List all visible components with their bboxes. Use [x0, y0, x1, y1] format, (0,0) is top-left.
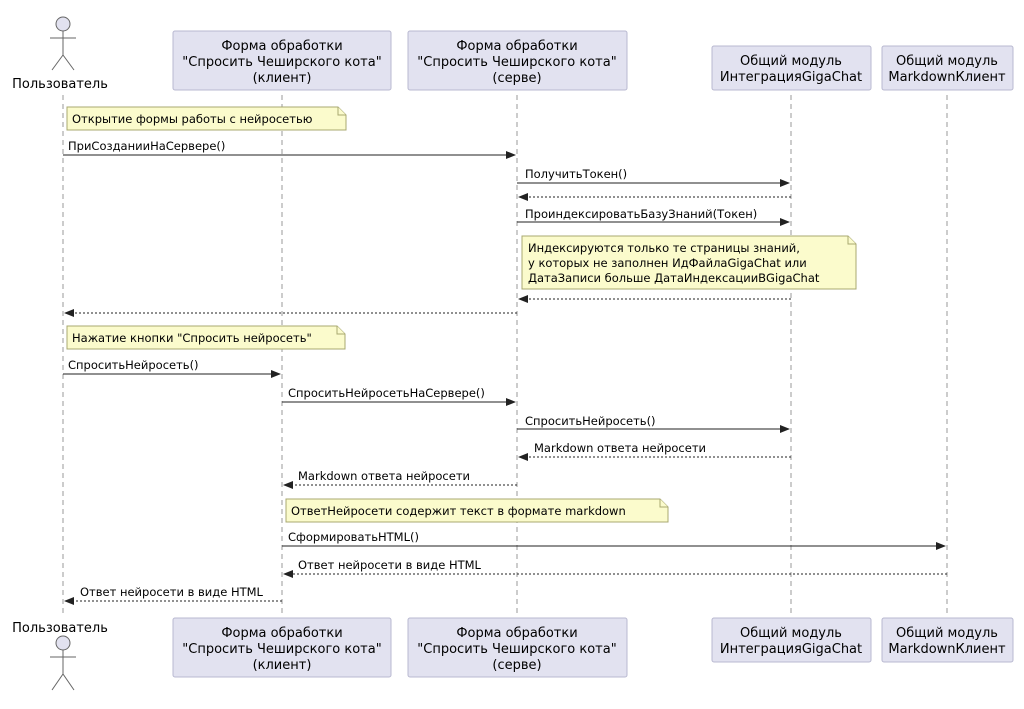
note-markdown: ОтветНейросети содержит текст в формате … — [285, 498, 669, 523]
svg-text:Markdown ответа нейросети: Markdown ответа нейросети — [298, 469, 470, 483]
svg-text:Общий модуль: Общий модуль — [740, 626, 842, 641]
message-on-create-server: ПриСозданииНаСервере() — [63, 139, 516, 159]
svg-text:Общий модуль: Общий модуль — [740, 54, 842, 69]
svg-text:(серве): (серве) — [492, 71, 541, 86]
actor-user-bottom: Пользователь — [12, 621, 108, 691]
svg-text:Форма обработки: Форма обработки — [221, 39, 342, 54]
message-html-user: Ответ нейросети в виде HTML — [64, 585, 282, 605]
participant-md-bottom: Общий модуль MarkdownКлиент — [881, 617, 1014, 663]
participant-client-bottom: Форма обработки "Спросить Чеширского кот… — [172, 617, 392, 678]
svg-text:ОтветНейросети содержит текст: ОтветНейросети содержит текст в формате … — [291, 504, 626, 518]
message-ask-ai: СпроситьНейросеть() — [63, 358, 281, 378]
actor-head-icon — [55, 16, 71, 32]
svg-text:"Спросить Чеширского кота": "Спросить Чеширского кота" — [417, 55, 616, 70]
message-index-knowledge: ПроиндексироватьБазуЗнаний(Токен) — [517, 207, 790, 226]
svg-text:ПолучитьТокен(): ПолучитьТокен() — [525, 167, 627, 181]
svg-text:Нажатие кнопки "Спросить нейро: Нажатие кнопки "Спросить нейросеть" — [72, 331, 312, 345]
message-ask-ai-giga: СпроситьНейросеть() — [517, 414, 790, 433]
participant-server-bottom: Форма обработки "Спросить Чеширского кот… — [407, 617, 628, 678]
svg-text:"Спросить Чеширского кота": "Спросить Чеширского кота" — [182, 55, 381, 70]
message-build-html: СформироватьHTML() — [282, 530, 946, 550]
svg-text:Общий модуль: Общий модуль — [896, 54, 998, 69]
svg-text:у которых не заполнен ИдФайлаG: у которых не заполнен ИдФайлаGigaChat ил… — [528, 256, 807, 270]
message-html-return: Ответ нейросети в виде HTML — [283, 558, 947, 578]
svg-text:(клиент): (клиент) — [253, 71, 312, 86]
actor-head-icon — [55, 635, 71, 651]
svg-text:Ответ нейросети в виде HTML: Ответ нейросети в виде HTML — [80, 585, 264, 599]
svg-text:"Спросить Чеширского кота": "Спросить Чеширского кота" — [417, 642, 616, 657]
svg-text:СпроситьНейросеть(): СпроситьНейросеть() — [68, 358, 199, 372]
svg-text:ПроиндексироватьБазуЗнаний(Ток: ПроиндексироватьБазуЗнаний(Токен) — [525, 207, 757, 221]
svg-text:СформироватьHTML(): СформироватьHTML() — [288, 530, 419, 544]
message-ask-ai-server: СпроситьНейросетьНаСервере() — [282, 386, 516, 406]
participant-giga-bottom: Общий модуль ИнтеграцияGigaChat — [711, 617, 872, 663]
svg-text:Форма обработки: Форма обработки — [456, 626, 577, 641]
actor-label: Пользователь — [12, 77, 108, 92]
message-markdown-server: Markdown ответа нейросети — [283, 469, 517, 489]
svg-text:(клиент): (клиент) — [253, 658, 312, 673]
svg-text:ИнтеграцияGigaChat: ИнтеграцияGigaChat — [720, 642, 862, 657]
svg-text:ДатаЗаписи больше ДатаИндексац: ДатаЗаписи больше ДатаИндексацииВGigaCha… — [528, 271, 820, 285]
participant-client-top: Форма обработки "Спросить Чеширского кот… — [172, 30, 392, 91]
svg-text:(серве): (серве) — [492, 658, 541, 673]
svg-text:СпроситьНейросеть(): СпроситьНейросеть() — [525, 414, 656, 428]
svg-text:ПриСозданииНаСервере(): ПриСозданииНаСервере() — [68, 139, 225, 153]
participant-server-top: Форма обработки "Спросить Чеширского кот… — [407, 30, 628, 91]
svg-text:Markdown ответа нейросети: Markdown ответа нейросети — [534, 441, 706, 455]
note-indexing: Индексируются только те страницы знаний,… — [521, 235, 857, 290]
svg-text:Общий модуль: Общий модуль — [896, 626, 998, 641]
message-get-token: ПолучитьТокен() — [517, 167, 790, 187]
participant-giga-top: Общий модуль ИнтеграцияGigaChat — [711, 45, 872, 91]
svg-text:Индексируются только те страни: Индексируются только те страницы знаний, — [528, 241, 800, 255]
svg-text:ИнтеграцияGigaChat: ИнтеграцияGigaChat — [720, 70, 862, 85]
svg-text:Форма обработки: Форма обработки — [456, 39, 577, 54]
actor-user-top: Пользователь — [12, 16, 108, 92]
svg-text:СпроситьНейросетьНаСервере(): СпроситьНейросетьНаСервере() — [288, 386, 485, 400]
svg-text:Открытие формы работы с нейрос: Открытие формы работы с нейросетью — [72, 112, 313, 126]
svg-text:Ответ нейросети в виде HTML: Ответ нейросети в виде HTML — [298, 558, 482, 572]
actor-label: Пользователь — [12, 621, 108, 636]
message-markdown-giga: Markdown ответа нейросети — [518, 441, 791, 461]
note-ask-button: Нажатие кнопки "Спросить нейросеть" — [66, 325, 346, 350]
svg-text:"Спросить Чеширского кота": "Спросить Чеширского кота" — [182, 642, 381, 657]
svg-text:Форма обработки: Форма обработки — [221, 626, 342, 641]
svg-text:MarkdownКлиент: MarkdownКлиент — [888, 70, 1006, 85]
note-open-form: Открытие формы работы с нейросетью — [66, 106, 347, 131]
svg-text:MarkdownКлиент: MarkdownКлиент — [888, 642, 1006, 657]
participant-md-top: Общий модуль MarkdownКлиент — [881, 45, 1014, 91]
